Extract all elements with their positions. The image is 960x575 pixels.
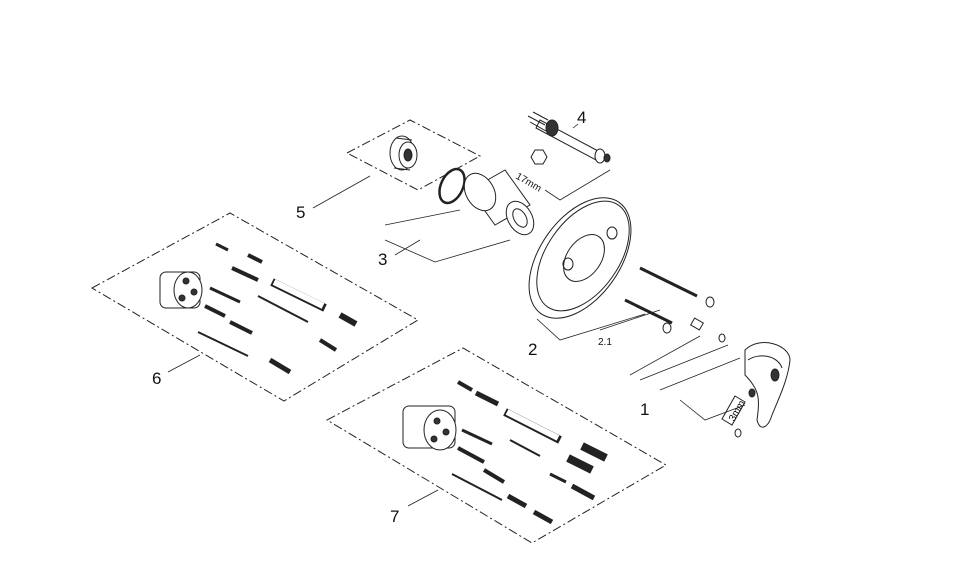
- callout-2: 2: [528, 340, 537, 359]
- part-6-kit-small-parts: [197, 242, 358, 375]
- callout-1: 1: [640, 400, 649, 419]
- part-6-kit-cartridge: [159, 271, 203, 309]
- callout-4: 4: [577, 108, 586, 127]
- part-5-cap: [389, 135, 418, 171]
- part-2-1-screws: [624, 266, 715, 334]
- part-1-group: 3mm 1: [629, 317, 791, 438]
- part-1-small-parts: [689, 317, 756, 438]
- part-2-group: 2 2.1: [528, 197, 715, 359]
- part-5-group: 5: [296, 119, 482, 222]
- callout-5: 5: [296, 203, 305, 222]
- callout-7: 7: [390, 507, 399, 526]
- part-4-group: 17mm 4: [514, 108, 611, 201]
- hex-key-icon: [721, 395, 746, 426]
- part-7-kit-small-parts: [451, 380, 608, 525]
- part-7-kit-cartridge: [402, 405, 457, 451]
- callout-3: 3: [378, 250, 387, 269]
- part-6-group: 6: [90, 212, 419, 402]
- part-3-group: 3: [378, 167, 535, 269]
- part-3-sleeve: [463, 169, 535, 236]
- part-1-lever-handle: [744, 342, 791, 428]
- callout-2-1: 2.1: [598, 337, 612, 348]
- hex-nut-icon: [530, 149, 548, 165]
- part-2-escutcheon: [528, 197, 632, 319]
- part-7-group: 7: [325, 347, 667, 544]
- o-ring: [438, 167, 466, 205]
- hex-key-size-label: 3mm: [727, 399, 748, 424]
- callout-6: 6: [152, 369, 161, 388]
- part-4-cartridge: [527, 111, 611, 164]
